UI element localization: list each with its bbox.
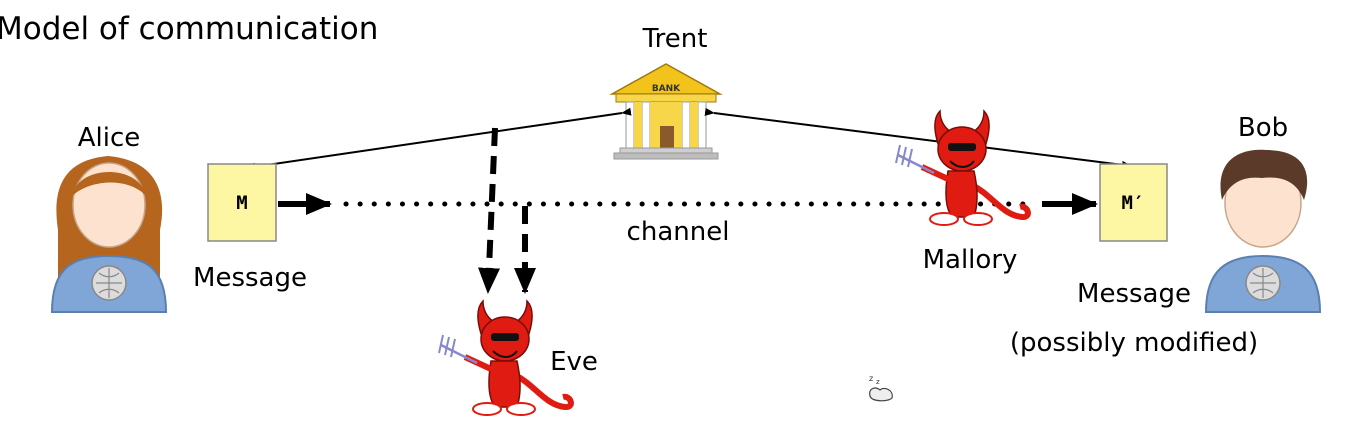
trent-bob-arrow <box>704 107 1132 169</box>
modified-message-label: Message <box>1077 279 1191 309</box>
devil-icon <box>438 299 574 416</box>
devil-icon <box>895 109 1031 226</box>
modified-message-symbol: M′ <box>1122 192 1145 214</box>
message-box <box>207 163 277 242</box>
eve-eavesdrop-arrow-trent <box>478 127 501 294</box>
bob-label: Bob <box>1238 113 1288 143</box>
female-user-icon <box>50 156 168 313</box>
alice-trent-arrow <box>245 107 632 171</box>
mallory-label: Mallory <box>923 245 1018 275</box>
bank-icon: BANK <box>609 63 723 160</box>
svg-text:z: z <box>876 378 880 386</box>
male-user-icon <box>1204 149 1322 313</box>
svg-text:z: z <box>869 374 873 383</box>
alice-label: Alice <box>78 123 141 153</box>
message-label: Message <box>193 263 307 293</box>
channel-label: channel <box>627 217 730 247</box>
modified-message-box <box>1099 163 1168 242</box>
bank-sign: BANK <box>652 84 681 94</box>
eve-label: Eve <box>550 347 598 377</box>
message-symbol: M <box>236 192 247 214</box>
sleeping-icon: z z <box>869 374 893 402</box>
trent-label: Trent <box>642 24 708 54</box>
modified-message-note: (possibly modified) <box>1010 328 1258 358</box>
diagram-title: Model of communication <box>0 11 378 47</box>
